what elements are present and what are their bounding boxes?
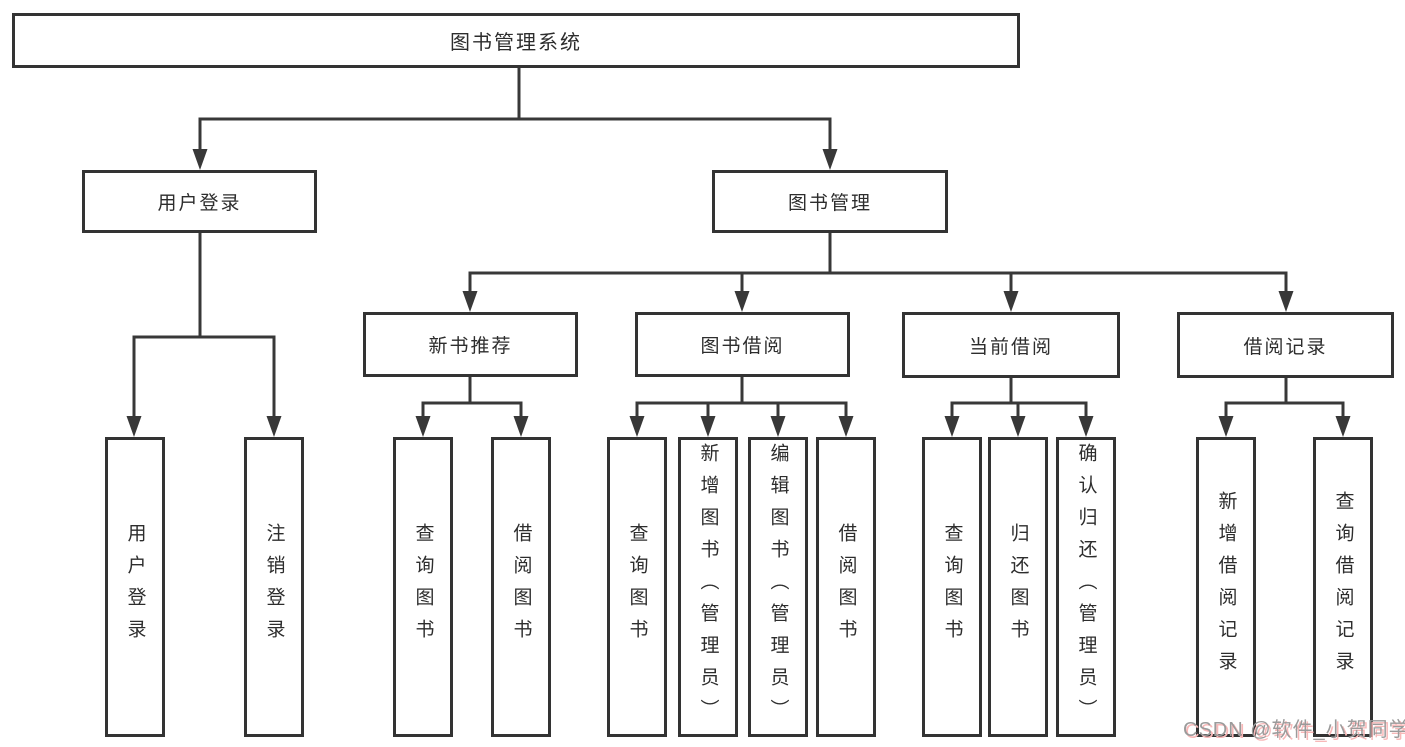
leaf-logout-login: 注销登录 [244,437,304,737]
node-user-login-label: 用户登录 [157,193,242,214]
connector-new-books-branch [415,373,529,437]
node-root-label: 图书管理系统 [450,32,582,54]
leaf-add-book-admin-label: 新增图书（管理员） [697,443,719,731]
leaf-confirm-return-admin-label: 确认归还（管理员） [1075,443,1097,731]
leaf-query-book-recommend: 查询图书 [393,437,453,737]
leaf-query-borrow-record: 查询借阅记录 [1313,437,1373,737]
leaf-borrow-book-recommend: 借阅图书 [491,437,551,737]
node-user-login: 用户登录 [82,170,317,233]
connector-borrowing-records-branch [1218,374,1351,437]
leaf-borrow-book-recommend-label: 借阅图书 [510,523,532,651]
node-current-borrowing: 当前借阅 [902,312,1120,378]
leaf-query-book-current: 查询图书 [922,437,982,737]
leaf-edit-book-admin-label: 编辑图书（管理员） [767,443,789,731]
leaf-query-book-borrowing: 查询图书 [607,437,667,737]
node-book-borrowing: 图书借阅 [635,312,850,377]
leaf-edit-book-admin: 编辑图书（管理员） [748,437,808,737]
node-root: 图书管理系统 [12,13,1020,68]
node-borrowing-records-label: 借阅记录 [1243,336,1328,358]
connector-book-borrowing-branch [629,373,854,437]
leaf-borrow-book: 借阅图书 [816,437,876,737]
node-book-management: 图书管理 [712,170,948,233]
node-book-borrowing-label: 图书借阅 [700,336,785,357]
connector-user-login-branch [126,229,282,437]
node-book-management-label: 图书管理 [787,193,872,214]
leaf-query-borrow-record-label: 查询借阅记录 [1332,491,1354,683]
leaf-query-book-borrowing-label: 查询图书 [626,523,648,651]
node-new-book-recommend: 新书推荐 [363,312,578,377]
leaf-query-book-recommend-label: 查询图书 [412,523,434,651]
connector-current-borrowing-branch [944,374,1094,437]
leaf-add-borrow-record: 新增借阅记录 [1196,437,1256,737]
leaf-logout-login-label: 注销登录 [263,523,285,651]
leaf-query-book-current-label: 查询图书 [941,523,963,651]
leaf-user-login-label: 用户登录 [124,523,146,651]
connector-book-mgmt-to-level2 [462,229,1294,312]
node-current-borrowing-label: 当前借阅 [968,336,1053,358]
node-borrowing-records: 借阅记录 [1177,312,1394,378]
node-new-book-recommend-label: 新书推荐 [428,336,513,357]
connector-root-to-level1 [192,64,838,170]
leaf-add-book-admin: 新增图书（管理员） [678,437,738,737]
csdn-watermark: CSDN @软件_小贺同学 [1183,719,1405,741]
leaf-return-book-label: 归还图书 [1007,523,1029,651]
leaf-add-borrow-record-label: 新增借阅记录 [1215,491,1237,683]
leaf-return-book: 归还图书 [988,437,1048,737]
leaf-confirm-return-admin: 确认归还（管理员） [1056,437,1116,737]
leaf-borrow-book-label: 借阅图书 [835,523,857,651]
leaf-user-login: 用户登录 [105,437,165,737]
